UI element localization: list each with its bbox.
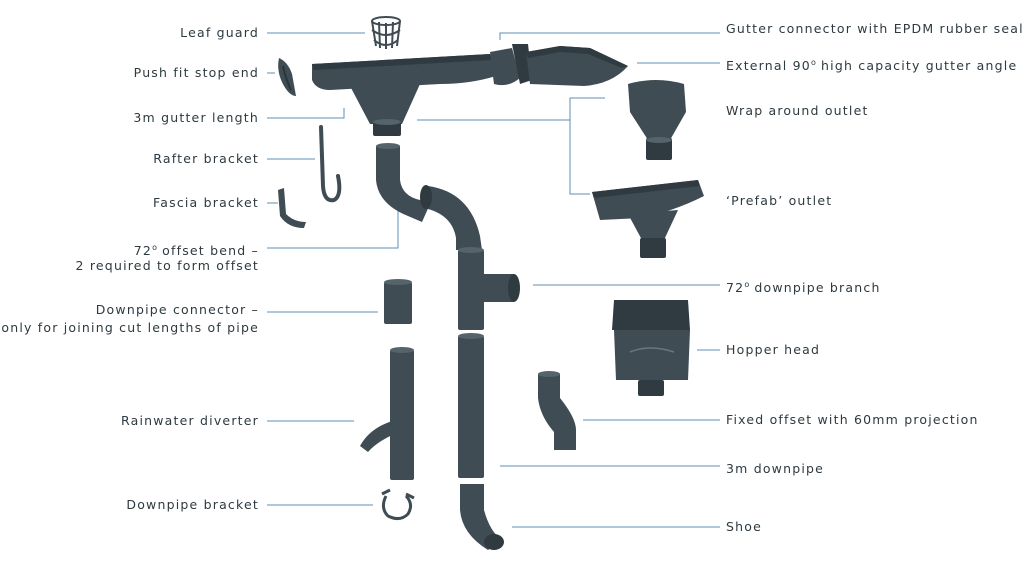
label-external-angle: External 90o high capacity gutter angle [726,54,1017,75]
rainwater-diverter-part [360,347,414,480]
downpipe-assembly-part [376,143,520,550]
leader-gutter-connector [499,32,720,40]
label-downpipe-branch-prefix: 72 [726,280,745,295]
label-external-angle-degree: o [810,58,816,67]
downpipe-connector-part [384,279,412,324]
label-offset-bend: 72o offset bend – [134,239,259,260]
label-downpipe-branch-degree: o [744,280,750,289]
leader-wrap-outlet [417,97,605,121]
downpipe-bracket-part [381,488,415,521]
label-shoe: Shoe [726,519,762,534]
fascia-bracket-part [278,188,306,228]
label-gutter-connector: Gutter connector with EPDM rubber seal [726,21,1024,36]
label-downpipe-connector: Downpipe connector – [95,302,259,317]
label-rainwater-diverter: Rainwater diverter [120,413,259,428]
label-downpipe-connector-line2: only for joining cut lengths of pipe [1,320,259,335]
label-external-angle-prefix: External 90 [726,58,811,73]
label-offset-bend-suffix: offset bend – [156,243,259,258]
label-push-fit-stop-end: Push fit stop end [133,65,259,80]
label-downpipe-branch: 72o downpipe branch [726,276,881,297]
fixed-offset-part [538,371,576,450]
label-gutter-length: 3m gutter length [133,110,259,125]
stop-end-part [278,58,296,96]
hopper-head-part [612,300,690,396]
label-downpipe-branch-suffix: downpipe branch [749,280,881,295]
label-offset-bend-prefix: 72 [133,243,153,258]
leaf-guard-part [371,16,401,49]
leader-offset-bend [267,205,399,249]
label-wrap-around-outlet: Wrap around outlet [726,103,869,118]
label-leaf-guard: Leaf guard [180,25,259,40]
leader-lines [267,32,720,528]
label-fixed-offset: Fixed offset with 60mm projection [726,412,979,427]
rafter-bracket-part [319,125,342,203]
label-prefab-outlet: ‘Prefab’ outlet [726,193,833,208]
label-external-angle-suffix: high capacity gutter angle [815,58,1018,73]
gutter-length-part [312,54,496,136]
prefab-outlet-part [592,180,704,258]
leader-prefab-outlet [569,120,590,195]
label-fascia-bracket: Fascia bracket [153,195,259,210]
gutter-connector-part [490,44,532,86]
wrap-outlet-part [628,80,686,160]
external-angle-part [526,46,628,86]
label-hopper-head: Hopper head [726,342,821,357]
leader-gutter-length [267,108,345,119]
label-rafter-bracket: Rafter bracket [153,151,259,166]
label-offset-bend-line2: 2 required to form offset [75,258,259,273]
label-3m-downpipe: 3m downpipe [726,461,825,476]
label-downpipe-bracket: Downpipe bracket [126,497,259,512]
label-offset-bend-degree: o [152,243,157,252]
